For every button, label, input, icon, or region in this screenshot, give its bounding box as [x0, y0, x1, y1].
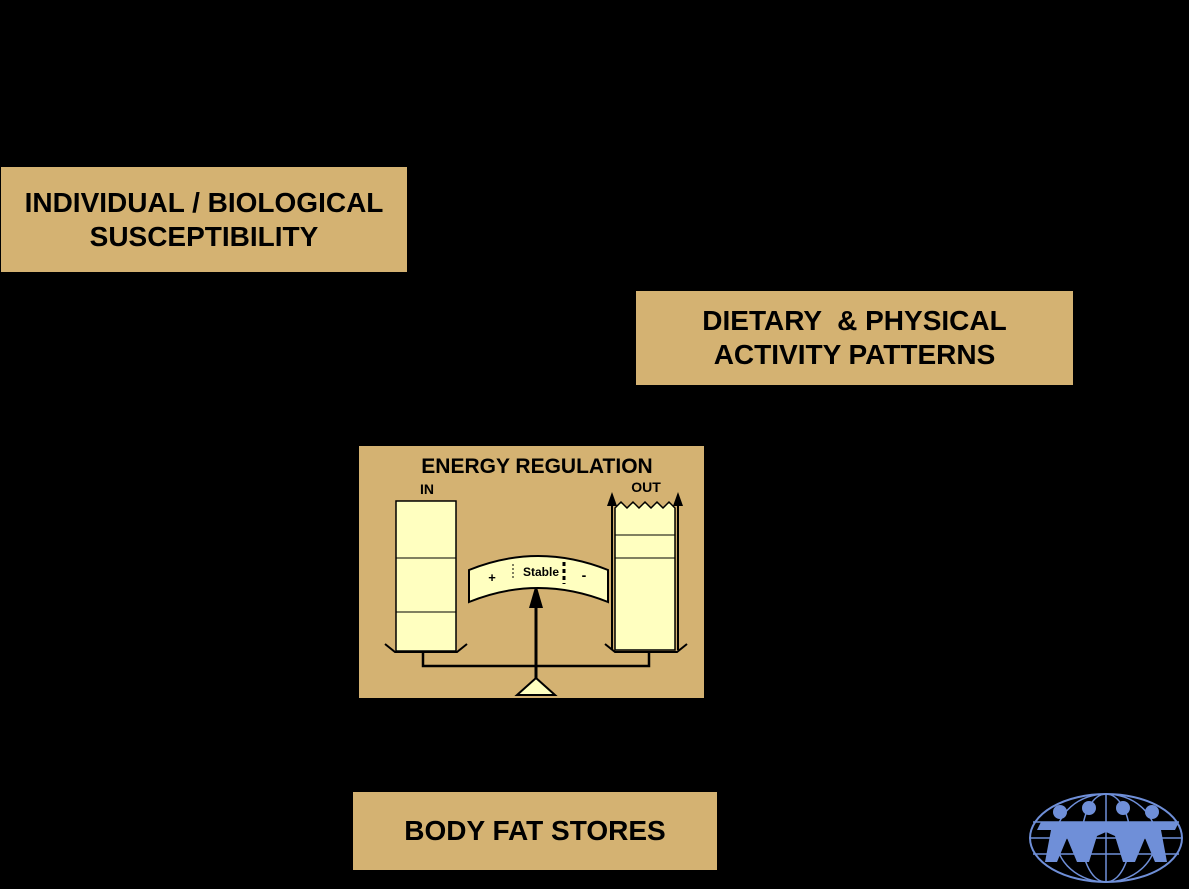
biological-line2: SUSCEPTIBILITY	[89, 220, 319, 252]
out-tray	[604, 643, 688, 653]
stability-gauge	[468, 555, 609, 604]
energy-regulation-box: ENERGY REGULATION IN OUT	[359, 446, 704, 698]
gauge-plus-label: +	[488, 570, 496, 585]
energy-regulation-title: ENERGY REGULATION	[421, 455, 652, 478]
biological-line1: INDIVIDUAL / BIOLOGICAL	[24, 186, 384, 218]
biological-susceptibility-box: INDIVIDUAL / BIOLOGICAL SUSCEPTIBILITY	[1, 167, 407, 272]
globe-people-logo-icon	[1029, 793, 1183, 883]
body-fat-stores-box: BODY FAT STORES	[353, 792, 717, 870]
body-fat-stores-label: BODY FAT STORES	[404, 815, 666, 846]
in-label: IN	[420, 481, 434, 497]
dietary-line1: DIETARY & PHYSICAL	[702, 305, 1007, 336]
out-arrows	[607, 492, 683, 650]
gauge-needle-arrow	[529, 584, 543, 608]
in-tray	[384, 643, 468, 653]
gauge-minus-label: -	[582, 567, 587, 583]
out-label: OUT	[631, 479, 661, 495]
dietary-line2: ACTIVITY PATTERNS	[713, 339, 996, 370]
out-column	[614, 500, 676, 651]
gauge-stable-label: Stable	[523, 565, 559, 579]
energy-balance-scale: ENERGY REGULATION IN OUT	[384, 455, 688, 696]
fulcrum	[514, 676, 558, 696]
in-column	[395, 500, 457, 652]
dietary-physical-activity-box: DIETARY & PHYSICAL ACTIVITY PATTERNS	[636, 291, 1073, 385]
